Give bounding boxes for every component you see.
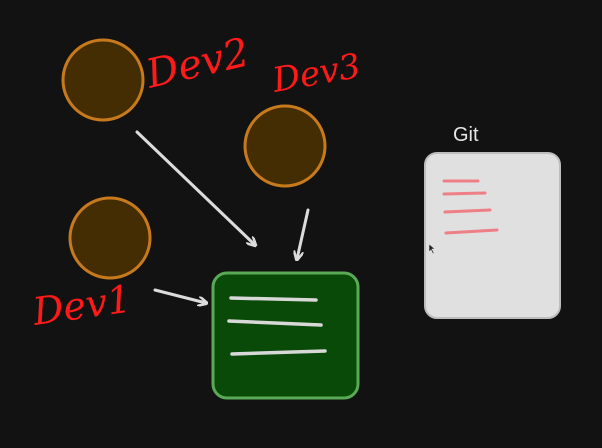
developer-circle-dev3 (243, 104, 327, 188)
shared-box-line (230, 349, 327, 356)
arrow-dev1-to-box (153, 288, 206, 303)
git-box-line (442, 191, 487, 196)
git-box-line (443, 208, 492, 214)
shared-box-line (229, 296, 318, 302)
shared-box-line (227, 319, 323, 327)
developer-circle-dev2 (61, 38, 145, 122)
developer-circle-dev1 (68, 196, 152, 280)
shared-box (211, 271, 360, 400)
git-label: Git (453, 124, 479, 146)
git-box-line (444, 228, 499, 235)
arrow-dev2-to-box (135, 130, 255, 245)
developer-label-dev3: Dev3 (269, 46, 364, 101)
arrow-dev3-to-box (297, 208, 310, 259)
mouse-cursor-icon (428, 243, 436, 255)
git-box (424, 152, 561, 319)
developer-label-dev2: Dev2 (141, 30, 253, 98)
developer-label-dev1: Dev1 (29, 277, 134, 334)
